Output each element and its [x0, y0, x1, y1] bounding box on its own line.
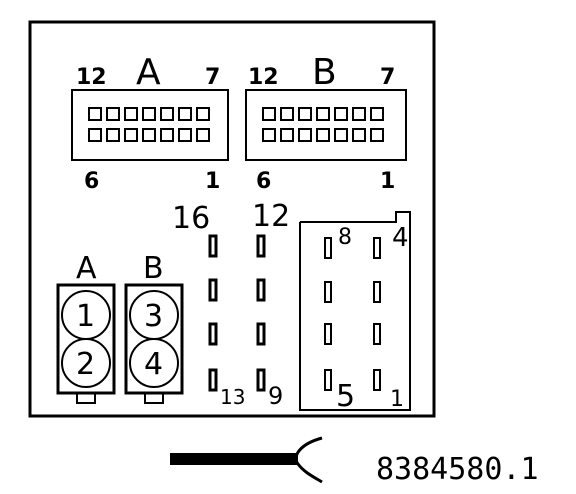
round-connector-b-latch	[144, 392, 164, 404]
pin-block-right-top-left-label: 8	[338, 225, 352, 250]
pin-block-left-top-label: 16	[172, 201, 210, 236]
connector-a-label: A	[136, 52, 161, 93]
round-connector-a-pin-2-label: 2	[76, 347, 95, 382]
pin-block-right: 8 4 5 1	[299, 211, 411, 414]
cable-bar	[170, 453, 298, 465]
reference-code: 8384580.1	[376, 452, 539, 487]
connector-a-pin-1-label: 1	[205, 169, 220, 194]
round-connector-b-pin-3-label: 3	[144, 299, 163, 334]
cable-end-bracket	[294, 436, 323, 484]
round-connector-a-latch	[76, 392, 96, 404]
connector-b-pins	[262, 107, 384, 142]
round-connector-b-pin-4-label: 4	[144, 347, 163, 382]
connector-b-housing	[245, 89, 407, 161]
round-connector-b-pin-4	[129, 338, 179, 388]
connector-a: A 12 7 6 1	[71, 52, 229, 194]
round-connector-a-pin-2	[61, 338, 111, 388]
round-connector-b-label: B	[143, 251, 164, 286]
pin-block-right-pins	[324, 237, 381, 391]
pin-block-left-pins	[208, 234, 218, 392]
pin-block-middle-top-label: 12	[252, 199, 290, 234]
outer-frame	[28, 20, 436, 418]
pin-block-right-housing	[299, 211, 411, 411]
round-connector-a-label: A	[76, 251, 97, 286]
round-connector-a: A 1 2	[56, 251, 116, 404]
pin-block-right-top-right-label: 4	[392, 223, 409, 253]
pin-block-right-bottom-right-label: 1	[390, 387, 404, 412]
connector-a-pin-7-label: 7	[205, 65, 220, 90]
round-connector-a-pin-1-label: 1	[76, 299, 95, 334]
connector-b-label: B	[312, 52, 337, 93]
connector-b-pin-1-label: 1	[380, 169, 395, 194]
connector-b-pin-6-label: 6	[256, 169, 271, 194]
pin-block-middle-pins	[256, 234, 266, 392]
connector-b-pin-12-label: 12	[248, 65, 279, 90]
connector-a-pin-12-label: 12	[76, 65, 107, 90]
connector-b-pin-7-label: 7	[380, 65, 395, 90]
connector-a-pins	[88, 107, 210, 142]
pin-block-middle: 12 9	[252, 199, 290, 410]
pin-block-left: 16 13	[172, 201, 245, 409]
connector-b: B 12 7 6 1	[245, 52, 407, 194]
pin-block-left-bottom-label: 13	[220, 385, 245, 409]
round-connector-b: B 3 4	[124, 251, 184, 404]
connector-a-housing	[71, 89, 229, 161]
pin-block-right-bottom-left-label: 5	[336, 379, 355, 414]
pin-block-middle-bottom-label: 9	[268, 382, 283, 410]
cable-symbol	[170, 436, 323, 484]
connector-a-pin-6-label: 6	[84, 169, 99, 194]
